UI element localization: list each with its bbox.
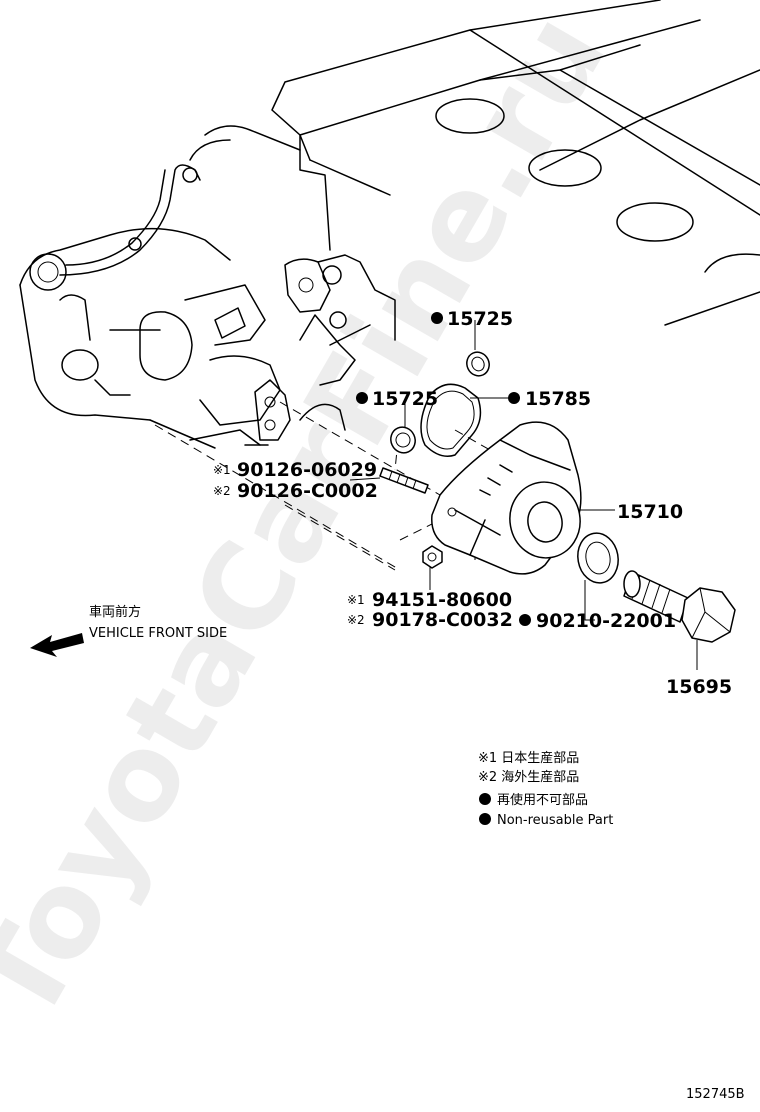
oil-pump-15710 [431,421,582,575]
bullet-icon [479,813,491,825]
bolt-15695 [623,570,736,643]
stud-bolt [379,467,429,494]
legend-line-4: Non-reusable Part [497,813,613,828]
callout-label: 90126-C0002 [237,480,378,502]
direction-indicator: 車両前方 VEHICLE FRONT SIDE [30,604,227,657]
callout-nut: ※1 94151-80600 ※2 90178-C0032 [347,589,513,631]
legend: ※1 日本生産部品 ※2 海外生産部品 再使用不可部品 Non-reusable… [478,750,613,828]
callout-mark: ※2 [213,484,231,498]
direction-english: VEHICLE FRONT SIDE [89,626,227,641]
callout-label: 15695 [666,676,732,698]
callout-mark: ※1 [213,463,231,477]
callout-15695: 15695 [666,676,732,698]
figure-id: 152745B [686,1087,745,1102]
legend-line-1: ※1 日本生産部品 [478,750,579,766]
legend-line-3: 再使用不可部品 [497,792,588,808]
callout-mark: ※2 [347,613,365,627]
oil-seal-90210 [577,532,619,584]
callout-label: 15785 [525,388,591,410]
nut [422,545,443,569]
callout-mark: ※1 [347,593,365,607]
callout-label: 94151-80600 [372,589,512,611]
callout-label: 15725 [447,308,513,330]
callout-label: 15710 [617,501,683,523]
gasket-15785 [420,383,482,457]
direction-japanese: 車両前方 [89,604,141,620]
callout-stud: ※1 90126-06029 ※2 90126-C0002 [213,459,378,502]
callout-90210: 90210-22001 [519,610,676,632]
callout-label: 90126-06029 [237,459,377,481]
callout-15725-upper: 15725 [431,308,513,330]
bullet-icon [479,793,491,805]
engine-block [19,0,760,449]
arrow-left-icon [30,633,84,657]
callout-label: 90178-C0032 [372,609,513,631]
legend-line-2: ※2 海外生産部品 [478,769,579,785]
callout-15710: 15710 [617,501,683,523]
callout-label: 15725 [372,388,438,410]
callout-15725-lower: 15725 [356,388,438,410]
callout-15785: 15785 [508,388,591,410]
callout-label: 90210-22001 [536,610,676,632]
o-ring-15725-lower [390,426,416,454]
o-ring-15725-upper [466,351,490,377]
